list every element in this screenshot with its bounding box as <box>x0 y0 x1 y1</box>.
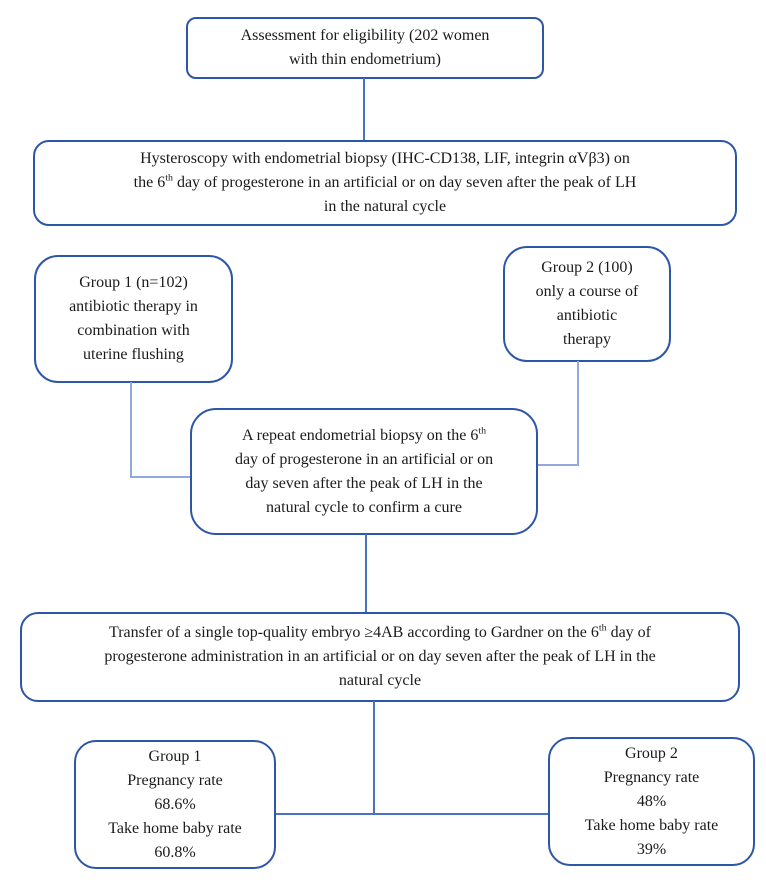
connector-outcomes-horizontal <box>276 813 548 815</box>
box-embryo-transfer-text: Transfer of a single top-quality embryo … <box>104 622 656 689</box>
connector-transfer-drop <box>373 701 375 815</box>
connector-group2-vertical <box>577 361 579 466</box>
box-hysteroscopy-text: Hysteroscopy with endometrial biopsy (IH… <box>133 150 637 215</box>
box-hysteroscopy: Hysteroscopy with endometrial biopsy (IH… <box>33 140 737 226</box>
box-embryo-transfer: Transfer of a single top-quality embryo … <box>20 612 740 702</box>
connector-group2-horizontal <box>538 464 579 466</box>
connector-biopsy-to-transfer <box>365 534 367 613</box>
connector-group1-vertical <box>130 382 132 478</box>
connector-eligibility-to-hysteroscopy <box>363 78 365 141</box>
connector-group1-horizontal <box>130 476 191 478</box>
